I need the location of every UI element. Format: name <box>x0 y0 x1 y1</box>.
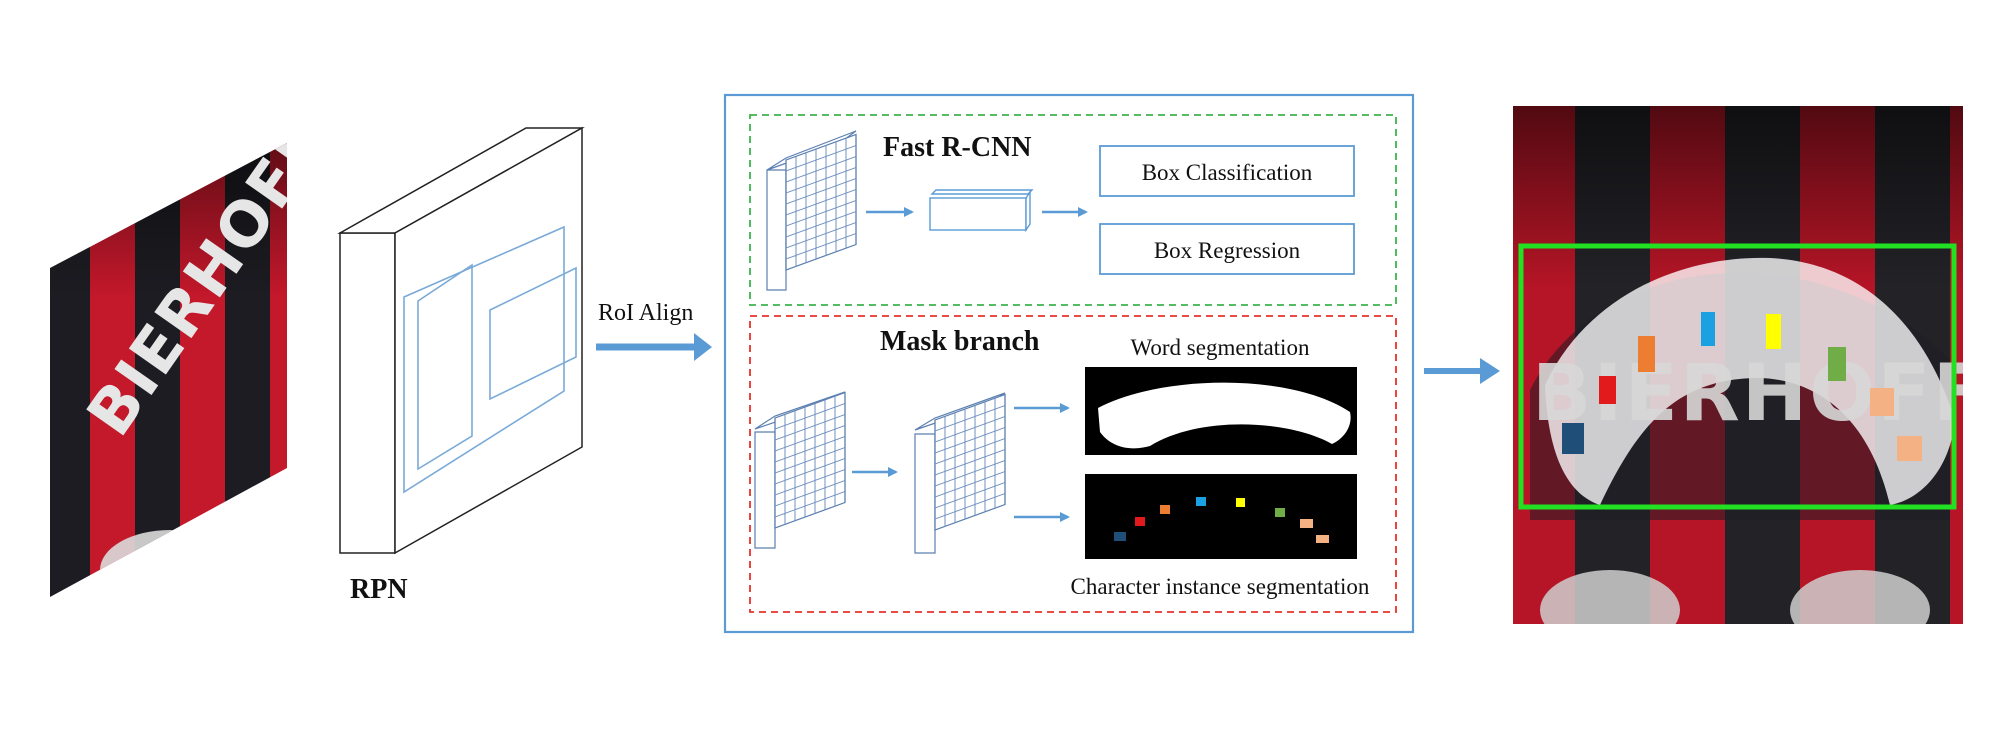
fc-layer <box>929 189 1034 233</box>
word-segmentation-label: Word segmentation <box>1131 335 1310 360</box>
fast-rcnn-feature-map <box>766 130 857 291</box>
detection-box <box>1518 243 1957 510</box>
char-box-5 <box>1766 314 1781 349</box>
output-image: BIERHOFF <box>1513 106 1963 624</box>
box-regression-box <box>1099 223 1355 275</box>
input-image: BIERHOFF <box>50 143 287 597</box>
box-classification-label: Box Classification <box>1142 160 1313 185</box>
anchor-boxes <box>403 225 577 494</box>
char-box-2 <box>1599 376 1616 404</box>
heads-outer-box <box>723 93 1415 634</box>
char-box-4 <box>1701 312 1715 346</box>
rpn-block <box>337 126 585 555</box>
mask-feature-map-1 <box>754 391 846 549</box>
word-mask-overlay <box>1545 257 1955 505</box>
rpn-label: RPN <box>350 574 408 605</box>
char-box-3 <box>1638 336 1655 372</box>
char-box-8 <box>1897 436 1922 461</box>
roi-align-arrowhead <box>694 333 712 361</box>
fast-rcnn-box <box>749 114 1397 306</box>
char-box-1 <box>1562 423 1584 454</box>
box-classification-box <box>1099 145 1355 197</box>
box-regression-label: Box Regression <box>1154 238 1301 263</box>
roi-align-label: RoI Align <box>598 300 693 326</box>
word-segmentation-map <box>1085 367 1357 455</box>
character-segmentation-map <box>1085 474 1357 559</box>
mask-branch-box <box>749 315 1397 613</box>
output-arrowhead <box>1480 358 1500 384</box>
char-box-6 <box>1828 347 1846 381</box>
character-instance-segmentation-label: Character instance segmentation <box>1071 574 1370 599</box>
mask-branch-title: Mask branch <box>880 326 1040 357</box>
mask-feature-map-2 <box>914 392 1006 554</box>
char-box-7 <box>1870 388 1894 416</box>
fast-rcnn-title: Fast R-CNN <box>883 132 1032 163</box>
